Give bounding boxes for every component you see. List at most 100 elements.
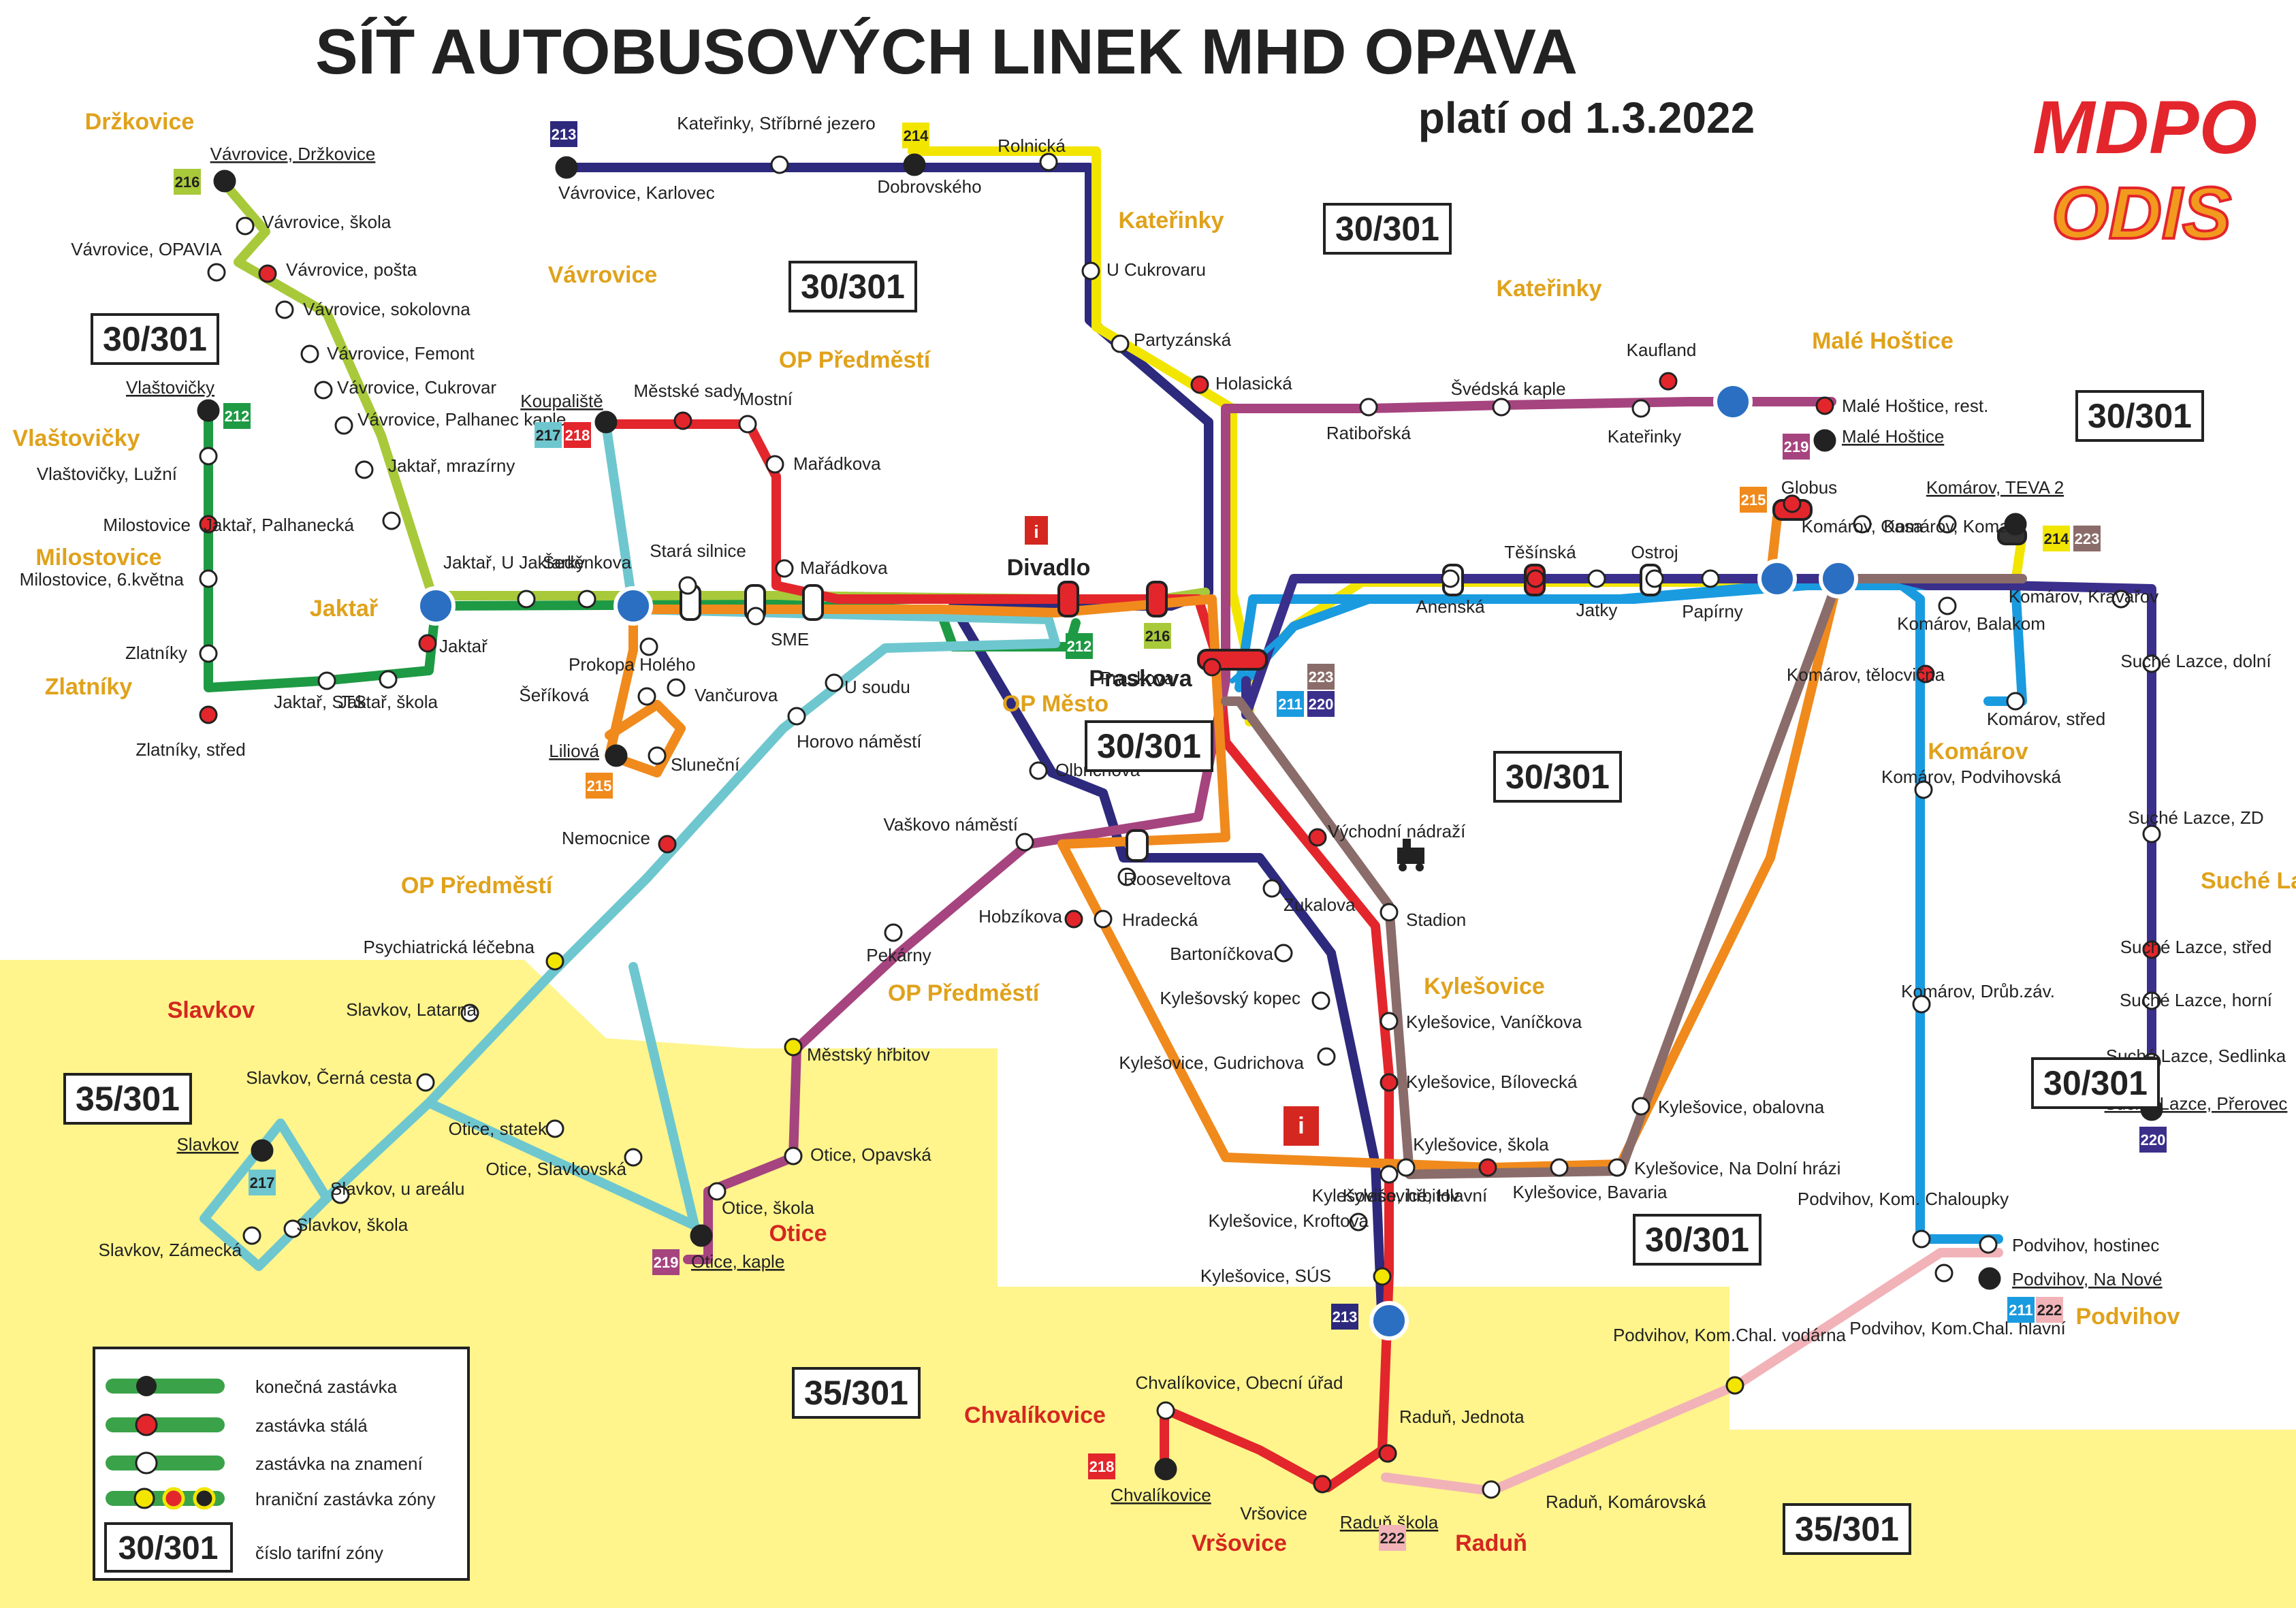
stop-marker	[1117, 867, 1136, 886]
district-label: OP Předměstí	[888, 980, 1040, 1006]
stop-label: Malé Hoštice	[1842, 426, 1944, 447]
stop-marker	[1380, 1073, 1399, 1092]
stop-label: Komárov, Podvihovská	[1881, 767, 2062, 787]
stop-label: Vávrovice, škola	[262, 212, 392, 232]
line-badge-label: 211	[1278, 696, 1303, 713]
stop-marker	[658, 835, 677, 854]
stop-marker	[1154, 1458, 1177, 1481]
stop-marker	[1094, 910, 1113, 929]
stop-label: Komárov, Drůb.záv.	[1901, 981, 2055, 1001]
line-badge	[1277, 691, 1304, 717]
zone-label: 30/301	[801, 268, 905, 306]
line-badge	[902, 123, 929, 148]
stop-marker	[1311, 991, 1330, 1010]
zone-boxes: 30/30130/30130/30130/30130/30130/30130/3…	[63, 203, 2204, 1555]
zone-box	[91, 313, 219, 365]
stop-label: Stadion	[1406, 910, 1466, 930]
stop-marker	[1317, 1047, 1336, 1066]
stop-marker	[331, 1185, 350, 1204]
odis-logo: ODIS	[2052, 172, 2231, 254]
legend-zone-label: 30/301	[118, 1530, 219, 1566]
stop-marker	[1853, 515, 1872, 534]
stop-label: Kateřinky	[1608, 426, 1681, 447]
district-label: Milostovice	[35, 545, 161, 570]
stop-label: Raduň, Jednota	[1399, 1406, 1525, 1427]
stop-label: Anenská	[1416, 596, 1485, 617]
zone-box	[1783, 1503, 1911, 1555]
stop-marker	[1631, 399, 1651, 418]
stop-label: Vaškovo náměstí	[883, 814, 1018, 835]
stop-label: Kylešovský kopec	[1160, 988, 1301, 1008]
info-icon-divadlo: i	[1025, 516, 1048, 545]
stop-label: Vávrovice, pošta	[286, 259, 417, 280]
zone-label: 35/301	[76, 1080, 180, 1118]
stop-marker	[707, 1182, 727, 1201]
stop-label: Kylešovice, Kroftova	[1208, 1210, 1369, 1231]
stop-marker	[1645, 569, 1664, 588]
stop-label: Psychiatrická léčebna	[364, 937, 535, 957]
stop-marker	[1380, 903, 1399, 922]
stop-label: Komárov, TEVA 2	[1926, 477, 2064, 498]
district-label: Vlaštovičky	[12, 425, 140, 451]
stop-markers	[197, 152, 2163, 1499]
line-badge	[1088, 1453, 1115, 1479]
zone-label: 30/301	[2043, 1064, 2148, 1102]
line-badge-label: 214	[2044, 530, 2069, 547]
stop-label: Šeříková	[519, 685, 589, 705]
stop-label: Těšínská	[1504, 542, 1576, 562]
stop-label: Komárov, Oasa	[1802, 516, 1924, 536]
stop-marker	[199, 644, 218, 663]
stop-label: Papírny	[1682, 601, 1743, 622]
stop-label: Komárov, střed	[1987, 709, 2105, 729]
roundabouts	[416, 382, 1858, 1340]
stop-marker	[236, 216, 255, 236]
stop-label: Městský hřbitov	[807, 1044, 930, 1065]
stop-label: Vávrovice, Držkovice	[210, 144, 376, 164]
stop-marker	[1608, 1158, 1627, 1177]
stop-marker	[382, 511, 401, 530]
stop-marker	[517, 590, 536, 609]
zone-label: 30/301	[1097, 727, 1201, 765]
hub-label-divadlo: Divadlo	[1007, 555, 1091, 581]
stop-label: Kateřinky, Stříbrné jezero	[677, 113, 875, 133]
stop-label: Jaktař	[439, 636, 488, 656]
stop-label: Komárov, Komas	[1883, 516, 2018, 536]
train-icon	[1397, 839, 1424, 871]
stop-label: Holasická	[1215, 373, 1292, 393]
line-badge	[2139, 1127, 2167, 1153]
stop-label: Chvalíkovice, Obecní úřad	[1136, 1372, 1343, 1393]
stop-label: Pekárny	[866, 945, 931, 965]
stop-label: Stará silnice	[650, 541, 746, 561]
line-badge-label: 218	[565, 427, 590, 444]
stop-marker	[784, 1146, 803, 1165]
stop-marker	[639, 637, 658, 656]
stop-label: Malé Hoštice, rest.	[1842, 396, 1988, 416]
stop-marker	[1979, 1235, 1998, 1254]
zone-label: 30/301	[1505, 758, 1610, 796]
stop-label: Suché Lazce, střed	[2120, 937, 2272, 957]
district-label: Podvihov	[2075, 1304, 2180, 1330]
zone-label: 30/301	[2088, 397, 2192, 435]
stop-marker	[594, 411, 618, 434]
stop-label: Švédská kaple	[1450, 379, 1565, 399]
stop-marker	[787, 707, 806, 726]
stop-marker	[1029, 761, 1048, 780]
line-badge-label: 219	[1784, 438, 1809, 455]
stop-marker	[197, 399, 220, 422]
legend-stop: zastávka stálá	[255, 1415, 368, 1436]
stop-marker	[1914, 780, 1933, 799]
line-badge	[1307, 664, 1335, 690]
stop-marker	[1478, 1158, 1497, 1177]
stop-marker	[624, 1148, 643, 1167]
line-badge-label: 215	[1741, 492, 1766, 509]
stop-marker	[1783, 494, 1802, 513]
stop-marker	[1313, 1475, 1332, 1494]
stop-label: Slavkov, Latarna	[346, 999, 477, 1020]
stop-marker	[207, 263, 226, 282]
stop-label: Jaktař, Palhanecká	[204, 515, 355, 535]
stop-marker	[213, 170, 236, 193]
stop-marker	[251, 1139, 274, 1162]
line-badge	[1307, 691, 1335, 717]
stop-marker	[825, 673, 844, 692]
